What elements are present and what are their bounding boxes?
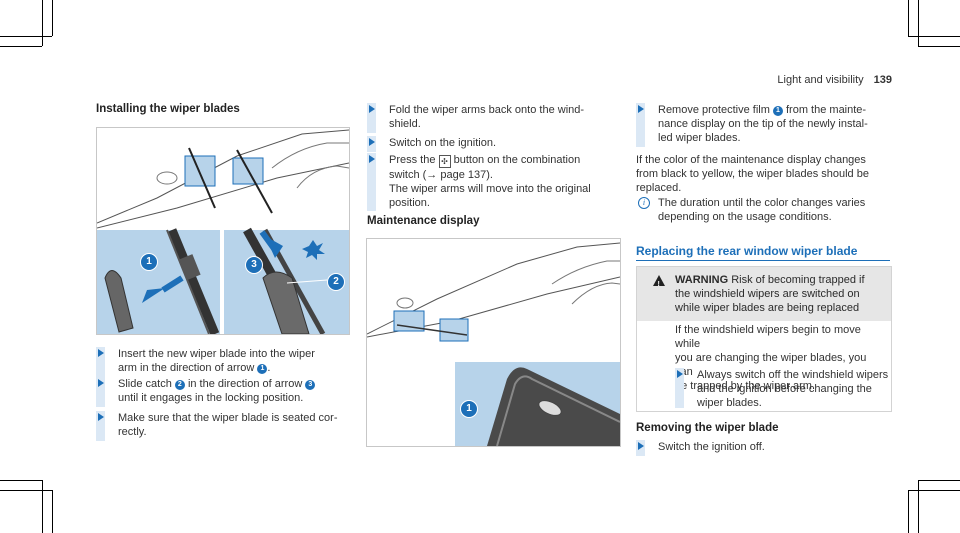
info-icon: i [638,197,650,209]
step-check-seating: Make sure that the wiper blade is seated… [96,411,378,441]
step-press-button: Press the ✣ button on the combination sw… [367,153,649,211]
wiper-switch-icon: ✣ [438,155,451,168]
arrow-step-icon [638,442,644,450]
heading-removing-blade: Removing the wiper blade [636,422,779,434]
maintenance-display-illustration [367,242,620,446]
crop-mark [52,0,53,36]
crop-mark [918,480,919,533]
step-switch-off: Switch the ignition off. [636,440,918,456]
crop-mark [42,480,43,533]
crop-mark [908,36,960,37]
figure-maintenance-display: 1 [366,238,621,447]
figure-callout-1: 1 [140,253,158,271]
step-remove-film: Remove protective film 1 from the mainte… [636,103,918,147]
warning-title: WARNING [675,274,729,286]
warning-box: ! WARNING Risk of becoming trapped if th… [636,266,892,412]
section-title: Light and visibility [777,74,864,86]
arrow-step-icon [98,413,104,421]
paragraph-color-change: If the color of the maintenance display … [636,154,869,194]
figure-callout-3: 3 [245,256,263,274]
figure-callout-2: 2 [327,273,345,291]
arrow-step-icon [638,105,644,113]
warning-step: Always switch off the windshield wipers … [675,368,897,410]
step-slide-catch: Slide catch 2 in the direction of arrow … [96,377,378,407]
heading-maintenance-display: Maintenance display [367,215,480,227]
arrow-step-icon [369,105,375,113]
crop-mark [0,480,42,481]
callout-1: 1 [772,106,783,116]
crop-mark [908,0,909,36]
crop-mark [52,490,53,533]
warning-header: ! WARNING Risk of becoming trapped if th… [637,267,891,321]
crop-mark [908,490,960,491]
crop-mark [908,490,909,533]
figure-callout-1: 1 [460,400,478,418]
note-duration: i The duration until the color changes v… [636,196,896,224]
step-fold-arms: Fold the wiper arms back onto the wind- … [367,103,649,133]
step-switch-on: Switch on the ignition. [367,136,649,152]
callout-2: 2 [174,380,185,390]
crop-mark [0,490,52,491]
callout-1: 1 [257,364,268,374]
arrow-step-icon [677,370,683,378]
crop-mark [918,480,960,481]
figure-installing-blades: 1 2 3 [96,127,350,335]
callout-3: 3 [305,380,316,390]
arrow-step-icon [98,349,104,357]
heading-underline [636,260,890,261]
page-number: 139 [873,74,892,86]
heading-replacing-rear-wiper: Replacing the rear window wiper blade [636,244,858,258]
step-insert-blade: Insert the new wiper blade into the wipe… [96,347,378,377]
heading-installing: Installing the wiper blades [96,103,240,115]
car-windshield-illustration [97,129,349,334]
crop-mark [0,36,52,37]
arrow-step-icon [369,138,375,146]
running-header: Light and visibility 139 [777,74,892,86]
crop-mark [0,46,42,47]
arrow-step-icon [98,379,104,387]
crop-mark [918,46,960,47]
arrow-step-icon [369,155,375,163]
crop-mark [918,0,919,46]
warning-icon: ! [653,275,665,288]
crop-mark [42,0,43,46]
